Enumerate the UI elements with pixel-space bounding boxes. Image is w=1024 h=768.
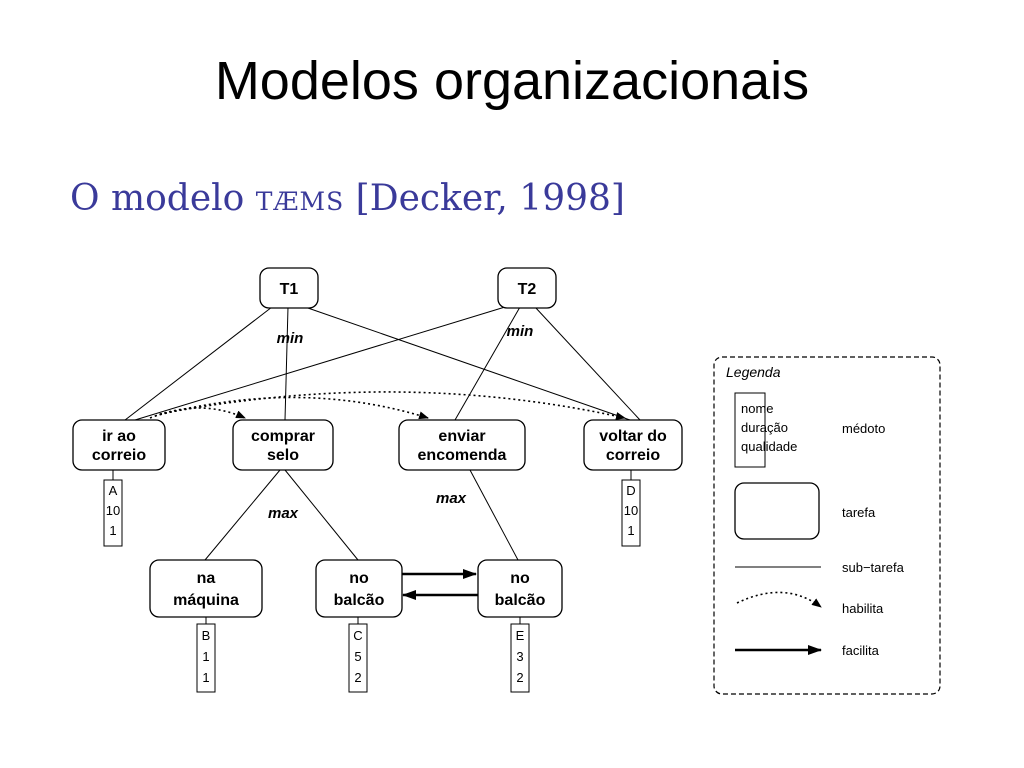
facilitates-links — [402, 569, 478, 600]
method-c-quality: 2 — [354, 670, 361, 685]
legend-title: Legenda — [726, 364, 781, 380]
task-t1 — [259, 267, 319, 309]
method-boxes — [103, 479, 641, 693]
qaf-t1: min — [277, 330, 304, 347]
label-voltar-1: voltar do — [599, 428, 667, 445]
enables-ir-comprar — [149, 407, 246, 419]
method-d — [621, 479, 641, 547]
method-b-quality: 1 — [202, 670, 209, 685]
edge-comprar-maquina — [204, 469, 281, 561]
method-a-quality: 1 — [109, 523, 116, 538]
method-e — [510, 623, 530, 693]
legend-method-field-name: nome — [741, 401, 774, 416]
method-d-duration: 10 — [624, 503, 638, 518]
qaf-enviar: max — [436, 490, 467, 507]
legend: Legenda nome duração qualidade médoto ta… — [713, 356, 941, 695]
task-no-balcao-2 — [477, 559, 563, 618]
legend-frame — [713, 356, 941, 695]
method-c — [348, 623, 368, 693]
enables-ir-voltar — [159, 391, 626, 420]
task-no-balcao-1 — [315, 559, 403, 618]
label-t1: T1 — [280, 281, 299, 298]
edge-t1-comprar — [284, 306, 289, 421]
legend-method-box — [734, 392, 766, 468]
legend-subtask-label: sub−tarefa — [842, 560, 905, 575]
method-a — [103, 479, 123, 547]
method-e-quality: 2 — [516, 670, 523, 685]
label-balcao2-1: no — [510, 570, 530, 587]
edge-t1-voltar — [304, 306, 631, 421]
method-d-quality: 1 — [627, 523, 634, 538]
slide-title: Modelos organizacionais — [214, 51, 810, 111]
subtitle: O modelo TÆMS [Decker, 1998] — [70, 178, 625, 219]
method-b-name: B — [202, 628, 211, 643]
legend-enables-label: habilita — [842, 601, 884, 616]
label-maquina-1: na — [197, 570, 216, 587]
method-b — [196, 623, 216, 693]
edge-t2-enviar — [454, 306, 521, 421]
edge-t2-voltar — [534, 306, 641, 421]
task-enviar-encomenda — [398, 419, 526, 471]
subtask-lines — [112, 306, 641, 624]
edge-enviar-balcao2 — [469, 469, 519, 561]
legend-task-box — [734, 482, 820, 540]
qaf-t2: min — [507, 323, 534, 340]
model-name: TÆMS — [255, 187, 345, 216]
task-boxes — [72, 267, 683, 618]
label-enviar-2: encomenda — [418, 447, 507, 464]
legend-task-label: tarefa — [842, 505, 876, 520]
task-t2 — [497, 267, 557, 309]
legend-enables-arrow — [736, 591, 822, 608]
method-a-duration: 10 — [106, 503, 120, 518]
task-comprar-selo — [232, 419, 334, 471]
task-voltar-do-correio — [583, 419, 683, 471]
label-voltar-2: correio — [606, 447, 660, 464]
method-e-duration: 3 — [516, 649, 523, 664]
edge-t1-ir — [124, 306, 273, 421]
legend-method-field-duration: duração — [741, 420, 788, 435]
subtitle-prefix: O modelo — [70, 178, 245, 219]
enables-links — [149, 391, 626, 420]
label-balcao2-2: balcão — [495, 592, 546, 609]
method-e-name: E — [516, 628, 525, 643]
edge-t2-ir — [134, 306, 506, 421]
method-d-name: D — [626, 483, 635, 498]
legend-method-field-quality: qualidade — [741, 439, 797, 454]
method-a-name: A — [109, 483, 118, 498]
label-comprar-2: selo — [267, 447, 299, 464]
label-balcao1-1: no — [349, 570, 369, 587]
method-b-duration: 1 — [202, 649, 209, 664]
legend-facilitates-label: facilita — [842, 643, 880, 658]
citation: [Decker, 1998] — [355, 178, 625, 219]
qaf-comprar: max — [268, 505, 299, 522]
task-ir-ao-correio — [72, 419, 166, 471]
label-t2: T2 — [518, 281, 537, 298]
label-maquina-2: máquina — [173, 592, 239, 609]
label-balcao1-2: balcão — [334, 592, 385, 609]
label-ir-1: ir ao — [102, 428, 136, 445]
edge-comprar-balcao1 — [284, 469, 359, 561]
method-c-name: C — [353, 628, 362, 643]
method-c-duration: 5 — [354, 649, 361, 664]
legend-method-label: médoto — [842, 421, 885, 436]
label-ir-2: correio — [92, 447, 146, 464]
label-comprar-1: comprar — [251, 428, 315, 445]
task-na-maquina — [149, 559, 263, 618]
label-enviar-1: enviar — [438, 428, 485, 445]
